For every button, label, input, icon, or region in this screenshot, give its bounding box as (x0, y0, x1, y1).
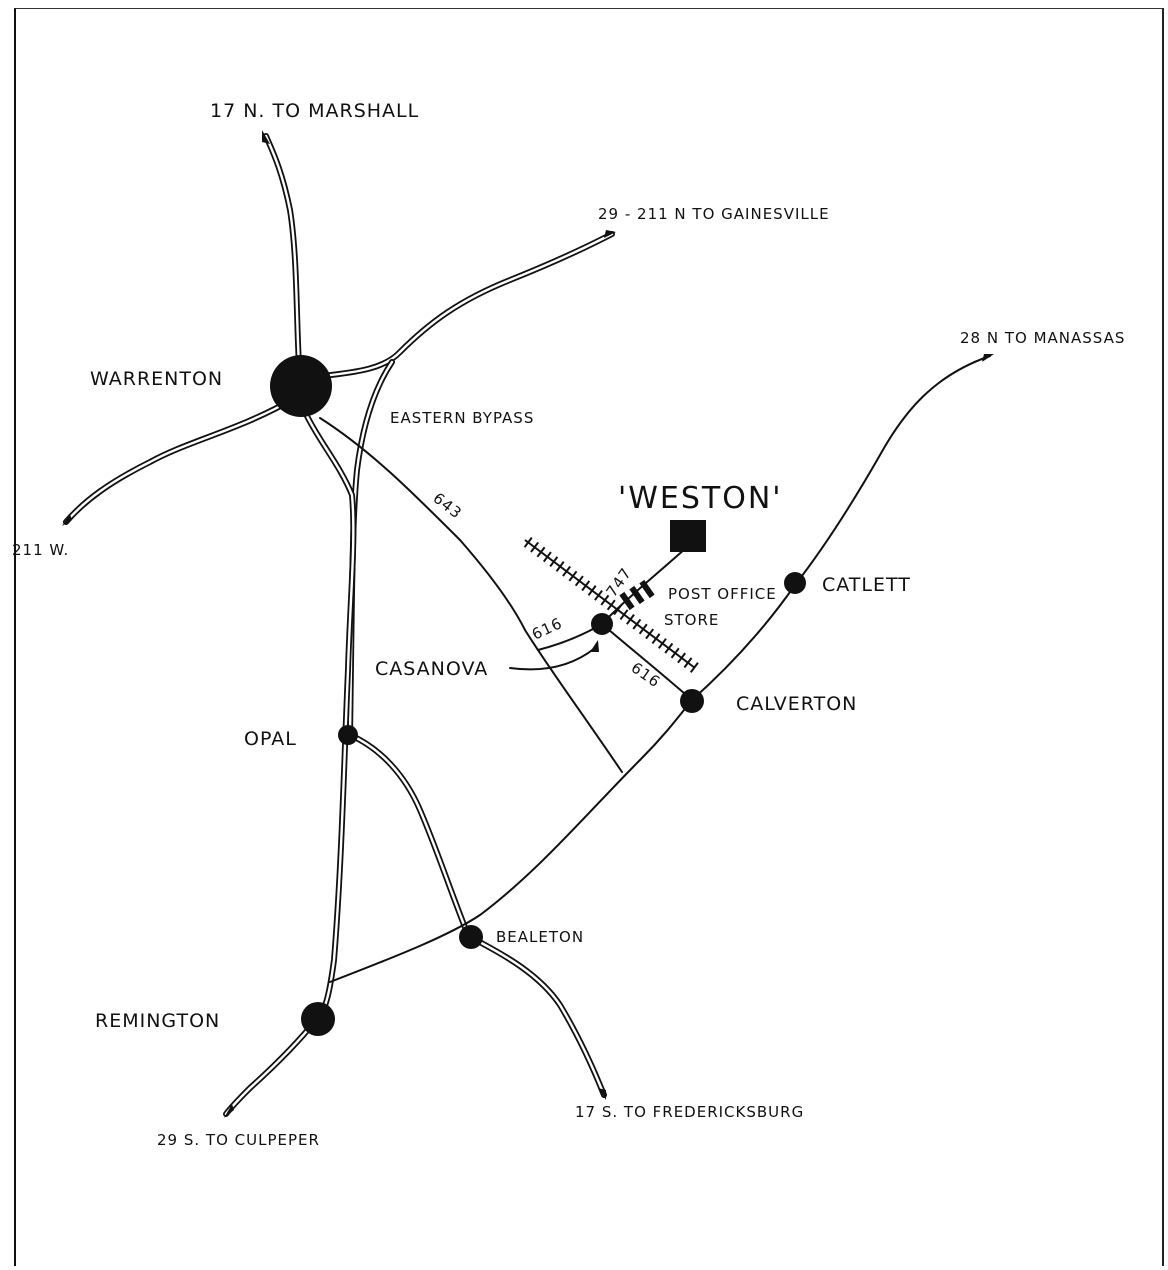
label-calverton: CALVERTON (736, 693, 857, 715)
railroad-tie (613, 604, 623, 616)
map-frame (14, 8, 1164, 1266)
railroad-tie (626, 614, 635, 625)
highways (63, 133, 615, 1117)
label-store: STORE (664, 611, 719, 629)
railroad-tie (555, 561, 565, 572)
catlett-marker (784, 572, 806, 594)
casanova-marker (591, 613, 613, 635)
feature-labels: 'WESTON' POST OFFICE STORE (618, 481, 783, 629)
label-616-west: 616 (529, 614, 565, 644)
railroad (523, 537, 699, 673)
railroad-tie (638, 623, 648, 635)
label-opal: OPAL (244, 728, 297, 750)
label-post-office: POST OFFICE (668, 585, 777, 603)
railroad-tie (542, 551, 552, 563)
road-17-opal-bealeton (347, 732, 471, 938)
town-markers (270, 355, 806, 1036)
road-643 (319, 417, 623, 773)
railroad-tie (587, 585, 597, 596)
road-616-east (601, 623, 693, 701)
railroad-tie (606, 599, 616, 611)
label-casanova: CASANOVA (375, 658, 488, 680)
label-manassas: 28 N TO MANASSAS (960, 329, 1125, 347)
railroad-tie (619, 609, 629, 620)
warrenton-marker (270, 355, 332, 417)
railroad-tie (677, 652, 686, 664)
railroad-tie (594, 589, 603, 601)
railroad-tie (689, 662, 699, 673)
casanova-arrowhead (590, 640, 599, 652)
label-616-east: 616 (628, 659, 664, 692)
railroad-tie (581, 580, 591, 592)
railroad-tie (549, 556, 559, 568)
label-culpeper: 29 S. TO CULPEPER (157, 1131, 320, 1149)
railroad-tie (574, 575, 584, 587)
calverton-marker (680, 689, 704, 713)
label-747: 747 (603, 564, 636, 600)
label-weston: 'WESTON' (618, 481, 783, 516)
railroad-tie (632, 618, 642, 630)
railroad-tie (523, 537, 533, 548)
label-643: 643 (430, 489, 466, 523)
post-office-store-marker (619, 579, 655, 611)
railroad-tie (568, 570, 578, 582)
label-catlett: CATLETT (822, 574, 911, 596)
label-remington: REMINGTON (95, 1010, 220, 1032)
road-17-south (467, 934, 607, 1098)
label-17-north: 17 N. TO MARSHALL (210, 100, 419, 122)
label-eastern-bypass: EASTERN BYPASS (390, 409, 534, 427)
railroad-tie (664, 642, 674, 654)
town-labels: WARRENTON CATLETT CALVERTON CASANOVA OPA… (90, 368, 911, 1032)
opal-marker (338, 725, 358, 745)
label-warrenton: WARRENTON (90, 368, 223, 390)
casanova-pointer (509, 647, 596, 671)
railroad-tie (530, 541, 539, 553)
railroad-tie (645, 628, 655, 640)
label-211-west: 211 W. (12, 541, 69, 559)
railroad-tie (536, 546, 546, 558)
weston-marker (670, 520, 706, 552)
arrowheads (62, 130, 994, 1118)
railroad-tie (657, 638, 667, 649)
railroad-tie (651, 633, 661, 645)
label-fredericksburg: 17 S. TO FREDERICKSBURG (575, 1103, 804, 1121)
remington-marker (301, 1002, 335, 1036)
label-gainesville: 29 - 211 N TO GAINESVILLE (598, 205, 830, 223)
label-bealeton: BEALETON (496, 928, 584, 946)
railroad-tie (683, 657, 693, 669)
bealeton-marker (459, 925, 483, 949)
railroad-tie (562, 565, 571, 577)
route-labels: 17 N. TO MARSHALL 29 - 211 N TO GAINESVI… (12, 100, 1125, 1149)
railroad-tie (600, 594, 610, 606)
railroad-tie (670, 647, 680, 659)
